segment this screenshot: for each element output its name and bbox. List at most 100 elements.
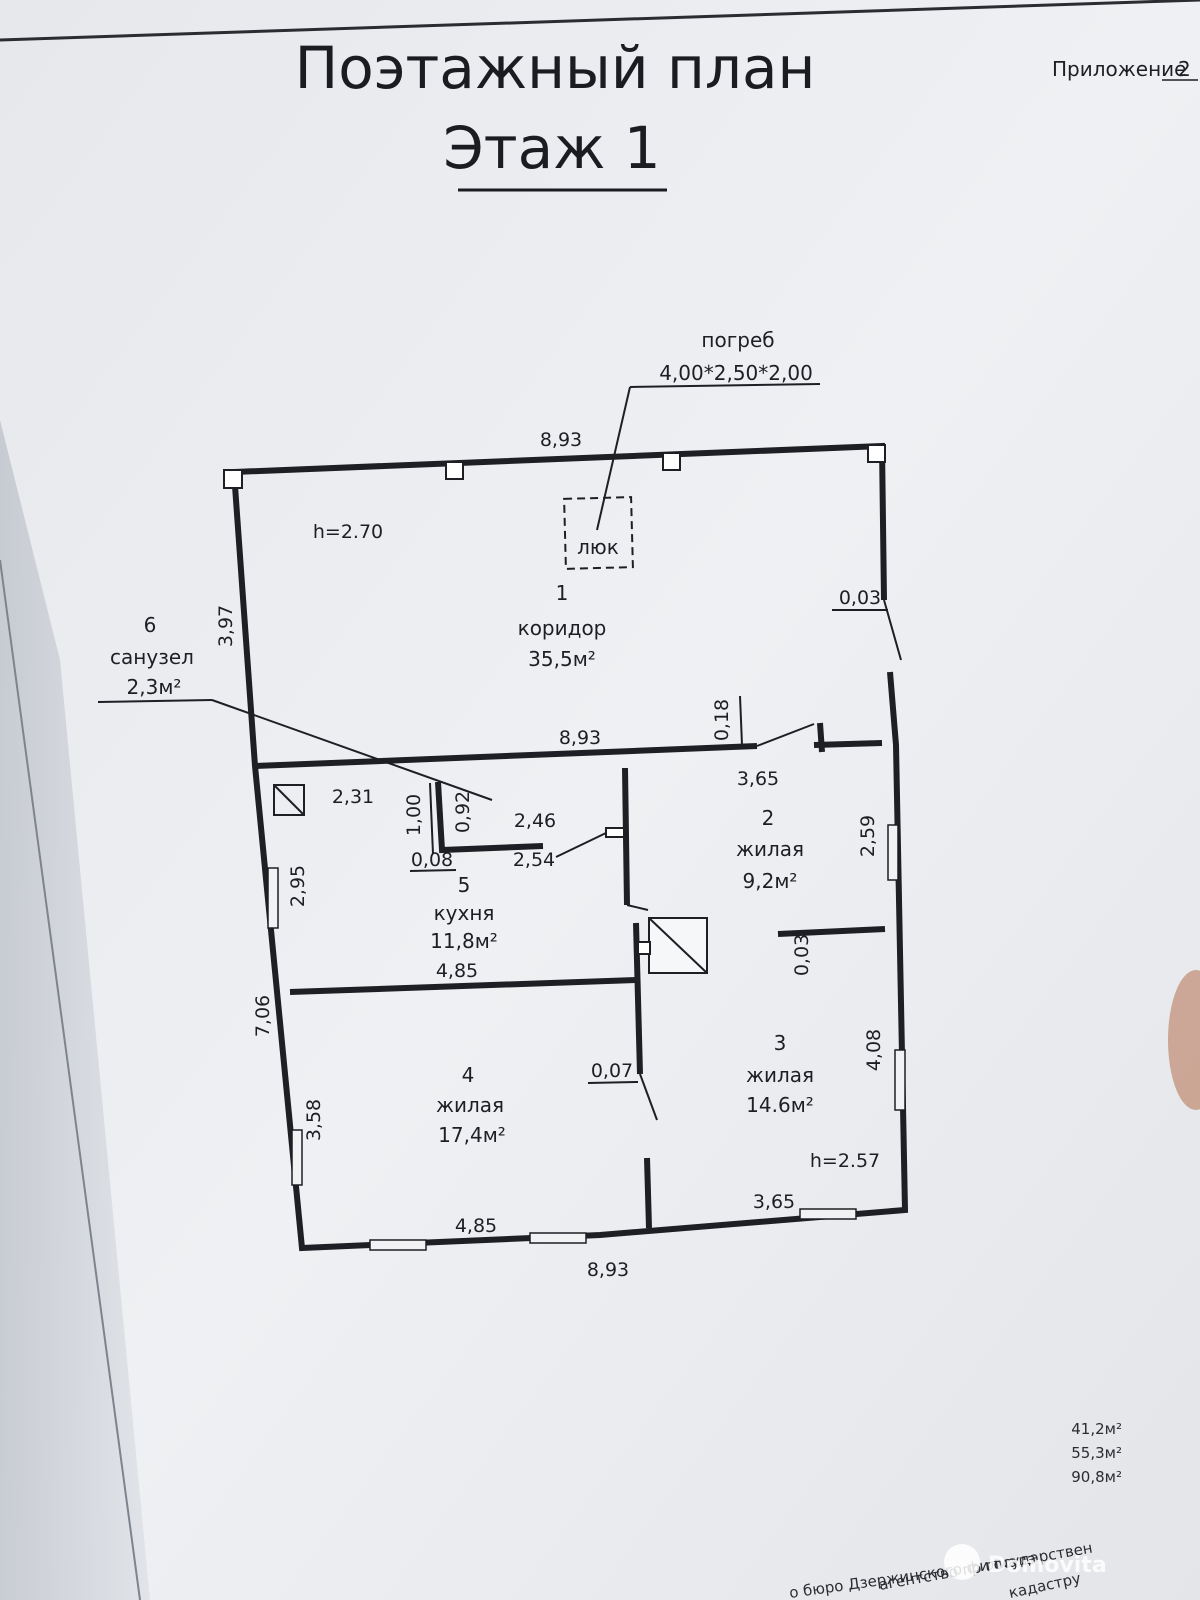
room-4-name: жилая — [436, 1093, 504, 1117]
wall-kitchen-room4 — [289, 977, 638, 995]
dim-room2-h: 2,59 — [857, 815, 879, 857]
room-5-name: кухня — [434, 901, 495, 925]
bathroom-inner-wall — [429, 782, 434, 855]
stove-symbol-diag — [648, 917, 708, 974]
room-4-label: 4 жилая 17,4м² — [436, 1063, 506, 1147]
room-5-area: 11,8м² — [430, 929, 498, 953]
cellar-label: погреб — [701, 328, 774, 352]
room-3-name: жилая — [746, 1063, 814, 1087]
hatch-box — [563, 496, 634, 570]
dim-room6-w: 2,31 — [332, 786, 374, 808]
dim-partition-34-shelf — [587, 1081, 639, 1084]
dim-left-total: 7,06 — [252, 995, 274, 1037]
column-corner-tr — [867, 444, 886, 463]
room-6-name: санузел — [110, 645, 194, 669]
dim-partition-34: 0,07 — [591, 1060, 633, 1082]
page-title: Поэтажный план — [295, 34, 816, 102]
appendix-number: 2 — [1178, 57, 1191, 81]
room-4-number: 4 — [462, 1063, 475, 1087]
window-room3-right — [894, 1049, 906, 1111]
room-3-number: 3 — [774, 1031, 787, 1055]
room-2-label: 2 жилая 9,2м² — [736, 806, 804, 893]
dim-kitchen-w: 4,85 — [436, 960, 478, 982]
wall-room2-room3 — [777, 926, 886, 937]
wall-stub — [817, 722, 825, 753]
dim-room6-c-shelf — [409, 869, 457, 872]
wall-room4-room3-lower — [644, 1157, 652, 1229]
dim-kitchen-h: 2,95 — [287, 865, 309, 907]
window-kitchen — [267, 867, 279, 929]
room-6-label: 6 санузел 2,3м² — [97, 613, 493, 801]
dim-partition-23: 0,03 — [791, 934, 813, 976]
dim-room6-b: 2,54 — [513, 849, 555, 871]
room-5-label: 5 кухня 11,8м² — [430, 873, 498, 953]
wall-kitchen-room2 — [622, 767, 630, 906]
room-3-label: 3 жилая 14.6м² — [746, 1031, 814, 1117]
dim-mid-wall-thick-line — [739, 695, 743, 746]
wall-middle-right — [813, 740, 883, 748]
total-auxiliary: 55,3м² — [1071, 1444, 1122, 1462]
room-6-leader-shelf — [97, 699, 213, 703]
window-room4-bottom-1 — [369, 1239, 427, 1251]
total-living: 41,2м² — [1071, 1420, 1122, 1438]
dim-room6-b-leader — [555, 832, 607, 858]
column-top-2 — [662, 452, 681, 471]
wall-middle — [254, 743, 758, 769]
room-6-area: 2,3м² — [127, 675, 182, 699]
dim-room4-w: 4,85 — [455, 1215, 497, 1237]
dim-room3-h: 4,08 — [863, 1029, 885, 1071]
room-1-name: коридор — [518, 616, 607, 640]
dim-mid-wall: 8,93 — [559, 727, 601, 749]
sheet-edge-left — [0, 559, 141, 1600]
window-room4-bottom-2 — [529, 1232, 587, 1244]
niche-marker — [605, 827, 625, 838]
dim-room6-h1: 1,00 — [403, 794, 425, 836]
room-3-area: 14.6м² — [746, 1093, 814, 1117]
room-1-number: 1 — [556, 581, 569, 605]
stove-chimney — [637, 941, 651, 955]
walls — [223, 442, 909, 1252]
room-1-area: 35,5м² — [528, 647, 596, 671]
wall-bathroom — [435, 781, 544, 854]
room-1-label: 1 коридор 35,5м² — [518, 581, 607, 671]
dim-room6-h2: 0,92 — [452, 791, 474, 833]
watermark-logo-icon — [944, 1544, 980, 1580]
height-upper: h=2.70 — [313, 521, 383, 543]
toilet-symbol — [273, 784, 305, 816]
toilet-symbol-diag — [273, 784, 305, 816]
dim-left-upper: 3,97 — [215, 605, 237, 647]
room-2-name: жилая — [736, 837, 804, 861]
dim-mid-wall-thick: 0,18 — [711, 699, 733, 741]
sheet-frame-top — [0, 0, 1200, 42]
window-room4-left — [291, 1129, 303, 1186]
watermark-text: Domovita — [988, 1553, 1107, 1578]
total-overall: 90,8м² — [1071, 1468, 1122, 1486]
window-room2-right — [887, 824, 899, 881]
dim-bottom-outer: 8,93 — [587, 1259, 629, 1281]
page-binding-shadow — [0, 420, 150, 1600]
cellar-size: 4,00*2,50*2,00 — [659, 361, 813, 385]
dim-room3-w: 3,65 — [753, 1191, 795, 1213]
dim-room2-width: 3,65 — [737, 768, 779, 790]
appendix-label: Приложение — [1052, 57, 1186, 81]
cellar-leader-shelf — [629, 383, 821, 388]
dim-right-upper: 0,03 — [839, 587, 881, 609]
room-2-area: 9,2м² — [743, 869, 798, 893]
room-6-leader-line — [211, 699, 493, 801]
floor-title: Этаж 1 — [443, 114, 660, 182]
wall-room4-room3-upper — [633, 922, 643, 1075]
finger-edge — [1168, 970, 1200, 1110]
room-2-number: 2 — [762, 806, 775, 830]
door-room2 — [756, 723, 815, 747]
door-kitchen — [626, 904, 649, 911]
window-room3-bottom — [799, 1208, 857, 1220]
room-6-number: 6 — [144, 613, 157, 637]
column-corner-tl — [223, 469, 243, 489]
dim-room6-c: 0,08 — [411, 849, 453, 871]
dim-top-outer: 8,93 — [540, 429, 582, 451]
room-4-area: 17,4м² — [438, 1123, 506, 1147]
dim-room6-a: 2,46 — [514, 810, 556, 832]
